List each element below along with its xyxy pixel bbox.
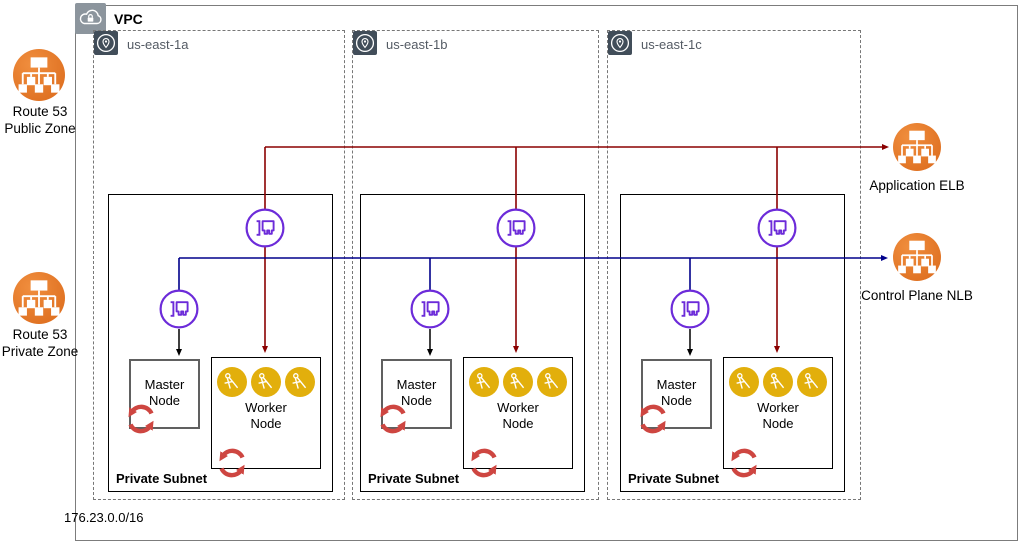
compass-instance-icon <box>763 367 793 397</box>
compass-instance-icon <box>537 367 567 397</box>
worker-node-label: Worker Node <box>497 400 539 431</box>
route53-private-line1: Route 53 <box>12 327 68 342</box>
availability-zone-us-east-1a: us-east-1a Master Node Worker Node <box>93 30 345 500</box>
availability-zone-pin-icon <box>608 31 632 55</box>
master-node-box: Master Node <box>641 359 712 429</box>
worker-node-label: Worker Node <box>245 400 287 431</box>
sync-arrows-icon <box>635 401 671 437</box>
private-subnet-label: Private Subnet <box>368 471 460 486</box>
compass-instance-icon <box>797 367 827 397</box>
availability-zone-us-east-1b: us-east-1b Master Node Worker Node <box>352 30 599 500</box>
compass-instance-icon <box>285 367 315 397</box>
route53-public-line1: Route 53 <box>12 104 68 119</box>
elastic-network-interface-icon <box>757 208 797 248</box>
application-elb-icon <box>893 123 941 171</box>
worker-instances <box>212 367 320 397</box>
route53-public-zone-icon <box>13 49 65 101</box>
worker-node-label: Worker Node <box>757 400 799 431</box>
availability-zone-label: us-east-1c <box>641 37 702 52</box>
compass-instance-icon <box>503 367 533 397</box>
sync-arrows-icon <box>214 445 250 481</box>
elastic-network-interface-icon <box>670 289 710 329</box>
sync-arrows-icon <box>466 445 502 481</box>
master-node-box: Master Node <box>381 359 452 429</box>
worker-instances <box>724 367 832 397</box>
compass-instance-icon <box>469 367 499 397</box>
availability-zone-label: us-east-1a <box>127 37 189 52</box>
worker-node-box: Worker Node <box>211 357 321 469</box>
master-node-label: Master Node <box>656 377 697 408</box>
availability-zone-label: us-east-1b <box>386 37 448 52</box>
vpc-cidr-label: 176.23.0.0/16 <box>64 510 144 525</box>
route53-private-zone-label: Route 53 Private Zone <box>0 326 84 360</box>
worker-node-box: Worker Node <box>723 357 833 469</box>
elastic-network-interface-icon <box>159 289 199 329</box>
private-subnet-box: Master Node Worker Node <box>108 194 333 492</box>
sync-arrows-icon <box>375 401 411 437</box>
availability-zone-pin-icon <box>94 31 118 55</box>
worker-node-box: Worker Node <box>463 357 573 469</box>
master-node-label: Master Node <box>396 377 437 408</box>
sync-arrows-icon <box>123 401 159 437</box>
elastic-network-interface-icon <box>245 208 285 248</box>
route53-public-zone-label: Route 53 Public Zone <box>0 103 82 137</box>
vpc-container-box <box>75 5 1018 541</box>
compass-instance-icon <box>217 367 247 397</box>
control-plane-nlb-label: Control Plane NLB <box>861 288 973 303</box>
master-node-box: Master Node <box>129 359 200 429</box>
control-plane-nlb-icon <box>893 233 941 281</box>
private-subnet-label: Private Subnet <box>116 471 208 486</box>
elastic-network-interface-icon <box>410 289 450 329</box>
private-subnet-box: Master Node Worker Node <box>620 194 845 492</box>
route53-private-zone-icon <box>13 272 65 324</box>
route53-public-line2: Public Zone <box>4 121 76 136</box>
application-elb-label: Application ELB <box>869 178 965 193</box>
availability-zone-us-east-1c: us-east-1c Master Node Worker Node <box>607 30 861 500</box>
vpc-label: VPC <box>114 11 143 27</box>
sync-arrows-icon <box>726 445 762 481</box>
compass-instance-icon <box>251 367 281 397</box>
availability-zone-pin-icon <box>353 31 377 55</box>
route53-private-line2: Private Zone <box>1 344 79 359</box>
private-subnet-box: Master Node Worker Node <box>360 194 585 492</box>
compass-instance-icon <box>729 367 759 397</box>
worker-instances <box>464 367 572 397</box>
private-subnet-label: Private Subnet <box>628 471 720 486</box>
master-node-label: Master Node <box>144 377 185 408</box>
vpc-cloud-lock-icon <box>75 3 106 34</box>
elastic-network-interface-icon <box>496 208 536 248</box>
